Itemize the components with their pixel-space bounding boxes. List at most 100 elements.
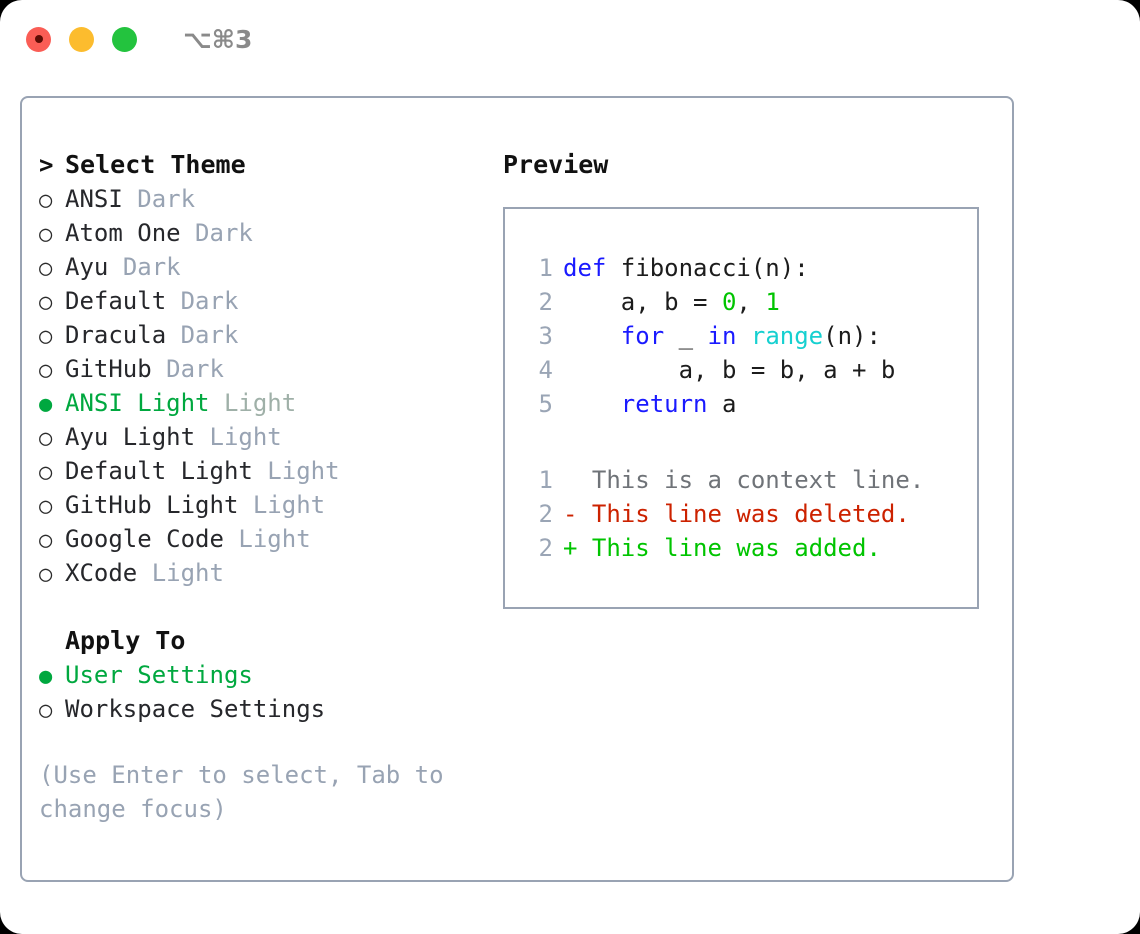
list-spacer [39, 590, 499, 624]
caret-icon: > [39, 151, 54, 179]
apply-to-title: Apply To [65, 626, 186, 655]
theme-list-item[interactable]: ○ GitHub Light Light [39, 488, 499, 522]
token-pl: fibonacci(n): [606, 254, 809, 282]
radio-unselected-icon: ○ [39, 562, 53, 587]
diff-line: 2+ This line was added. [519, 531, 977, 565]
radio-unselected-icon: ○ [39, 188, 53, 213]
code-line: 1 def fibonacci(n): [519, 251, 977, 285]
token-pl: a, b = b, a + b [563, 356, 896, 384]
theme-variant-tag: Light [151, 559, 224, 587]
token-pl: (n): [823, 322, 881, 350]
space [181, 216, 195, 250]
line-number: 1 [538, 254, 553, 282]
theme-list-item[interactable]: ● ANSI Light Light [39, 386, 499, 420]
radio-selected-icon: ● [39, 392, 53, 417]
apply-to-label: Workspace Settings [65, 695, 326, 723]
token-kw: def [563, 254, 607, 282]
theme-list-item[interactable]: ○Atom One Dark [39, 216, 499, 250]
apply-to-option[interactable]: ●User Settings [39, 658, 499, 692]
theme-variant-tag: Light [238, 525, 311, 553]
token-pl [563, 322, 621, 350]
token-kw: in [707, 322, 737, 350]
diff-sample: 1 This is a context line.2- This line wa… [519, 463, 977, 565]
diff-line: 2- This line was deleted. [519, 497, 977, 531]
theme-selector-column: >Select Theme○ANSI Dark○Atom One Dark○Ay… [39, 148, 499, 726]
window-controls [26, 26, 137, 52]
zoom-button[interactable] [112, 26, 137, 52]
theme-list-item[interactable]: ○ANSI Dark [39, 182, 499, 216]
space [195, 420, 209, 454]
theme-list-item[interactable]: ○Ayu Dark [39, 250, 499, 284]
radio-unselected-icon: ○ [39, 528, 53, 553]
close-button[interactable] [26, 26, 51, 52]
radio-unselected-icon: ○ [39, 222, 53, 247]
theme-list-item[interactable]: ○GitHub Dark [39, 352, 499, 386]
line-number: 3 [538, 322, 553, 350]
token-kw: for [620, 322, 665, 350]
line-number: 5 [538, 390, 553, 418]
theme-variant-tag: Light [267, 457, 340, 485]
token-pl: a [707, 390, 737, 418]
token-num: 0 [721, 288, 737, 316]
keyboard-hint: (Use Enter to select, Tab to change focu… [39, 761, 444, 823]
radio-unselected-icon: ○ [39, 698, 53, 723]
theme-variant-tag: Dark [180, 321, 239, 349]
theme-name: Default Light [65, 457, 253, 485]
line-number: 2 [538, 500, 553, 528]
theme-variant-tag: Dark [166, 355, 224, 383]
theme-variant-tag: Dark [122, 253, 181, 281]
apply-to-heading: Apply To [39, 624, 499, 658]
code-tokens: def fibonacci(n): [563, 251, 809, 285]
record-dot-icon [34, 35, 43, 43]
preview-title: Preview [503, 150, 609, 179]
theme-variant-tag: Light [209, 423, 282, 451]
space [123, 182, 137, 216]
theme-list-item[interactable]: ○ Google Code Light [39, 522, 499, 556]
diff-line: 1 This is a context line. [519, 463, 977, 497]
radio-unselected-icon: ○ [39, 324, 53, 349]
line-number: 1 [538, 466, 553, 494]
theme-variant-tag: Dark [195, 219, 253, 247]
theme-list-item[interactable]: ○ Default Light Light [39, 454, 499, 488]
theme-name: Default [65, 287, 167, 315]
diff-text: This line was added. [577, 534, 881, 562]
token-fn: range [750, 322, 824, 350]
theme-name: GitHub Light [65, 491, 239, 519]
theme-name: Google Code [65, 525, 224, 553]
line-number: 4 [538, 356, 553, 384]
code-line: 4 a, b = b, a + b [519, 353, 977, 387]
apply-to-option[interactable]: ○ Workspace Settings [39, 692, 499, 726]
theme-name: XCode [65, 559, 138, 587]
space [152, 352, 166, 386]
theme-name: Ayu Light [65, 423, 196, 451]
theme-variant-tag: Light [223, 389, 297, 417]
apply-to-label: User Settings [65, 661, 253, 689]
space [238, 488, 252, 522]
code-line: 3 for _ in range(n): [519, 319, 977, 353]
diff-text: This is a context line. [577, 466, 925, 494]
theme-name: Dracula [65, 321, 167, 349]
theme-list-item[interactable]: ○ XCode Light [39, 556, 499, 590]
apply-to-list: Apply To ●User Settings ○ Workspace Setting… [39, 624, 499, 726]
radio-unselected-icon: ○ [39, 494, 53, 519]
code-line: 5 return a [519, 387, 977, 421]
theme-variant-tag: Dark [137, 185, 196, 213]
theme-name: ANSI Light [65, 389, 210, 417]
theme-variant-tag: Dark [180, 287, 239, 315]
theme-variant-tag: Light [252, 491, 326, 519]
theme-list-item[interactable]: ○ Dracula Dark [39, 318, 499, 352]
minimize-button[interactable] [69, 26, 94, 52]
theme-list-item[interactable]: ○Default Dark [39, 284, 499, 318]
diff-marker: + [563, 534, 578, 562]
code-tokens: a, b = 0, 1 [563, 285, 780, 319]
code-line: 2 a, b = 0, 1 [519, 285, 977, 319]
code-diff-gap [519, 421, 977, 463]
theme-name: GitHub [65, 355, 152, 383]
code-tokens: for _ in range(n): [563, 319, 881, 353]
theme-name: Ayu [65, 253, 109, 281]
radio-unselected-icon: ○ [39, 460, 53, 485]
theme-list-item[interactable]: ○Ayu Light Light [39, 420, 499, 454]
token-kw: return [620, 390, 708, 418]
